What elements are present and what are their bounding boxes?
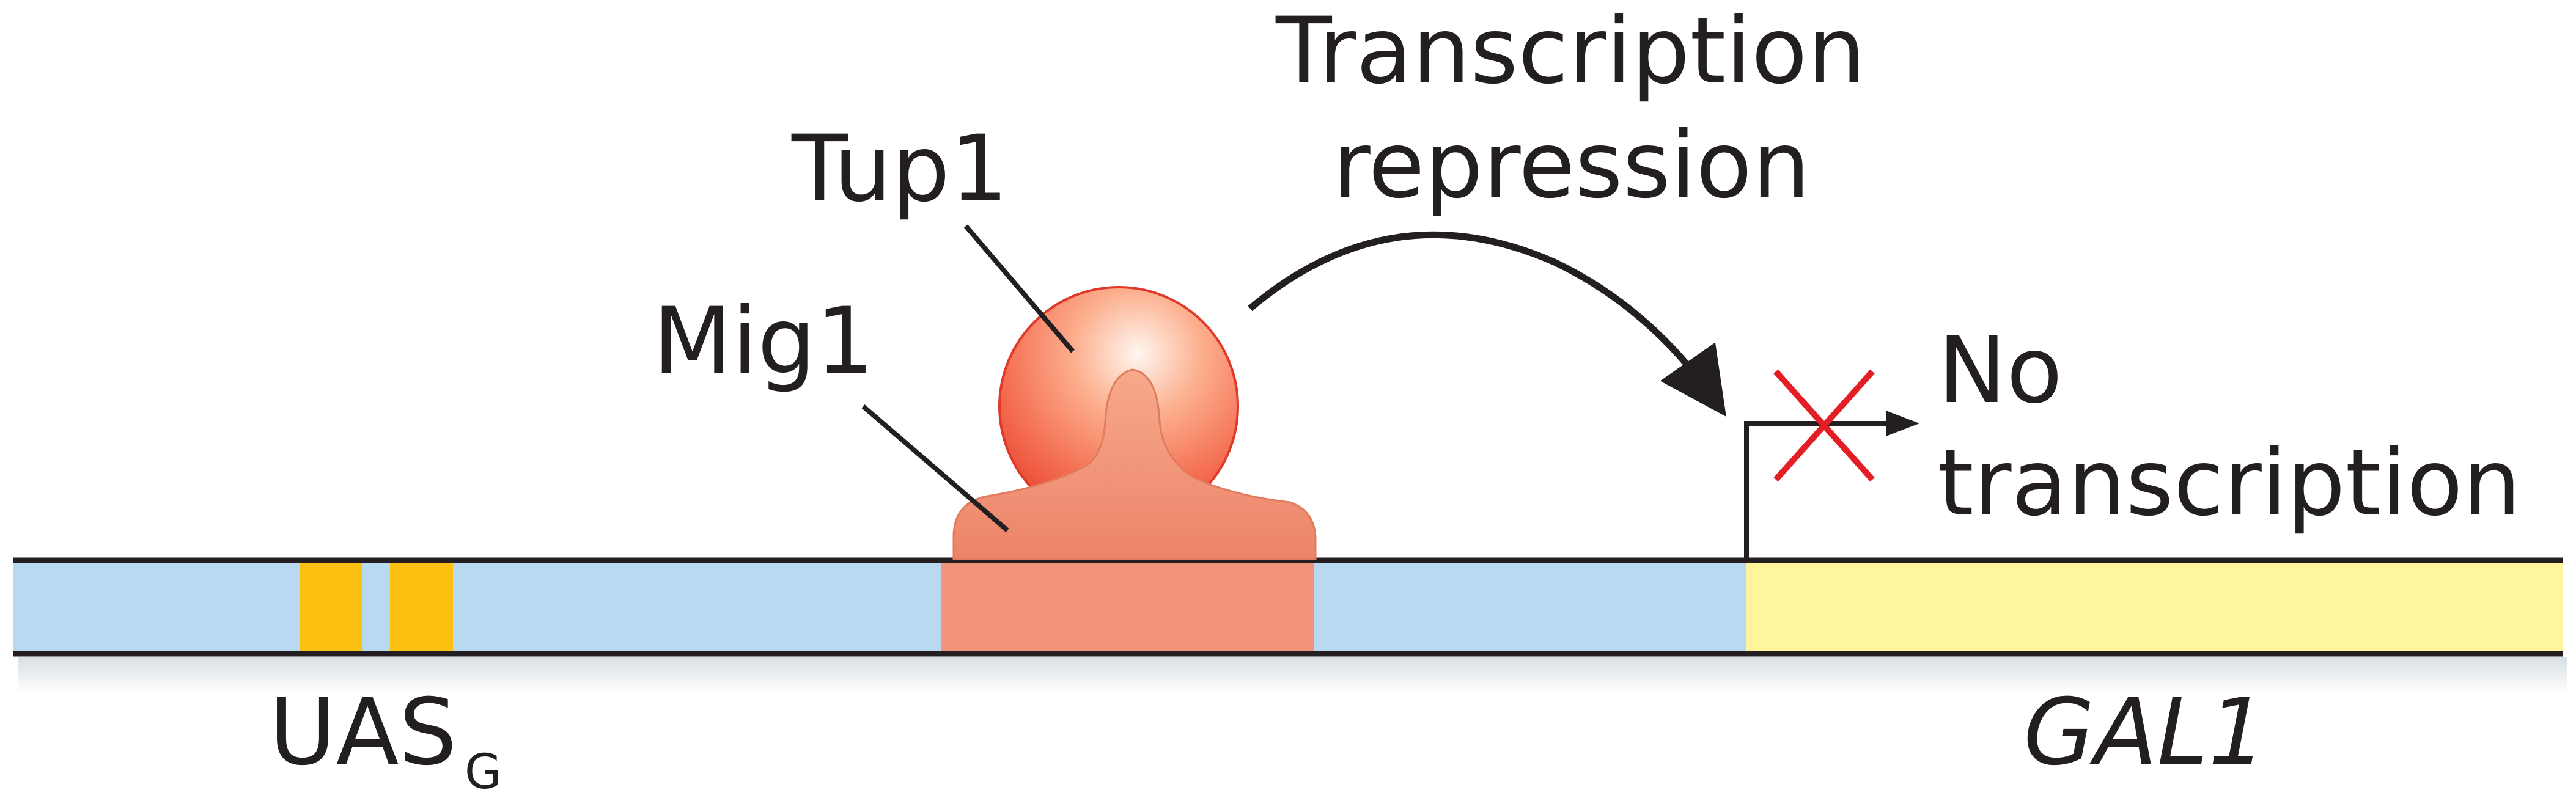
transcription-start-arrow [1744,421,1892,559]
uas-label: UAS [269,679,457,786]
arrowhead-icon [1886,411,1919,436]
no-transcription-label-line2: transcription [1938,430,2521,536]
uas-label-subscript: G [465,745,501,800]
tup1-label: Tup1 [791,116,1009,222]
uas-label-main: UAS [269,679,457,786]
mig1-pointer-line [861,404,1009,533]
gene-label: GAL1 [2023,679,2267,786]
dna-strand [13,557,2563,657]
transcription-repression-label-line1: Transcription [1275,0,1866,104]
transcription-repression-label-line2: repression [1333,112,1810,219]
tup1-pointer-line [963,224,1075,353]
curved-arrow-icon [1248,231,1726,417]
mig1-protein [952,368,1317,560]
dna-shadow [18,657,2567,693]
mig1-label: Mig1 [653,288,874,395]
red-x-icon [1773,369,1875,482]
no-transcription-label-line1: No [1938,318,2063,424]
dna-promoter-region [13,560,1746,654]
uas-box-2 [390,560,453,654]
mig1-binding-site [941,560,1314,654]
gal1-gene-region [1746,560,2563,654]
uas-box-1 [300,560,362,654]
